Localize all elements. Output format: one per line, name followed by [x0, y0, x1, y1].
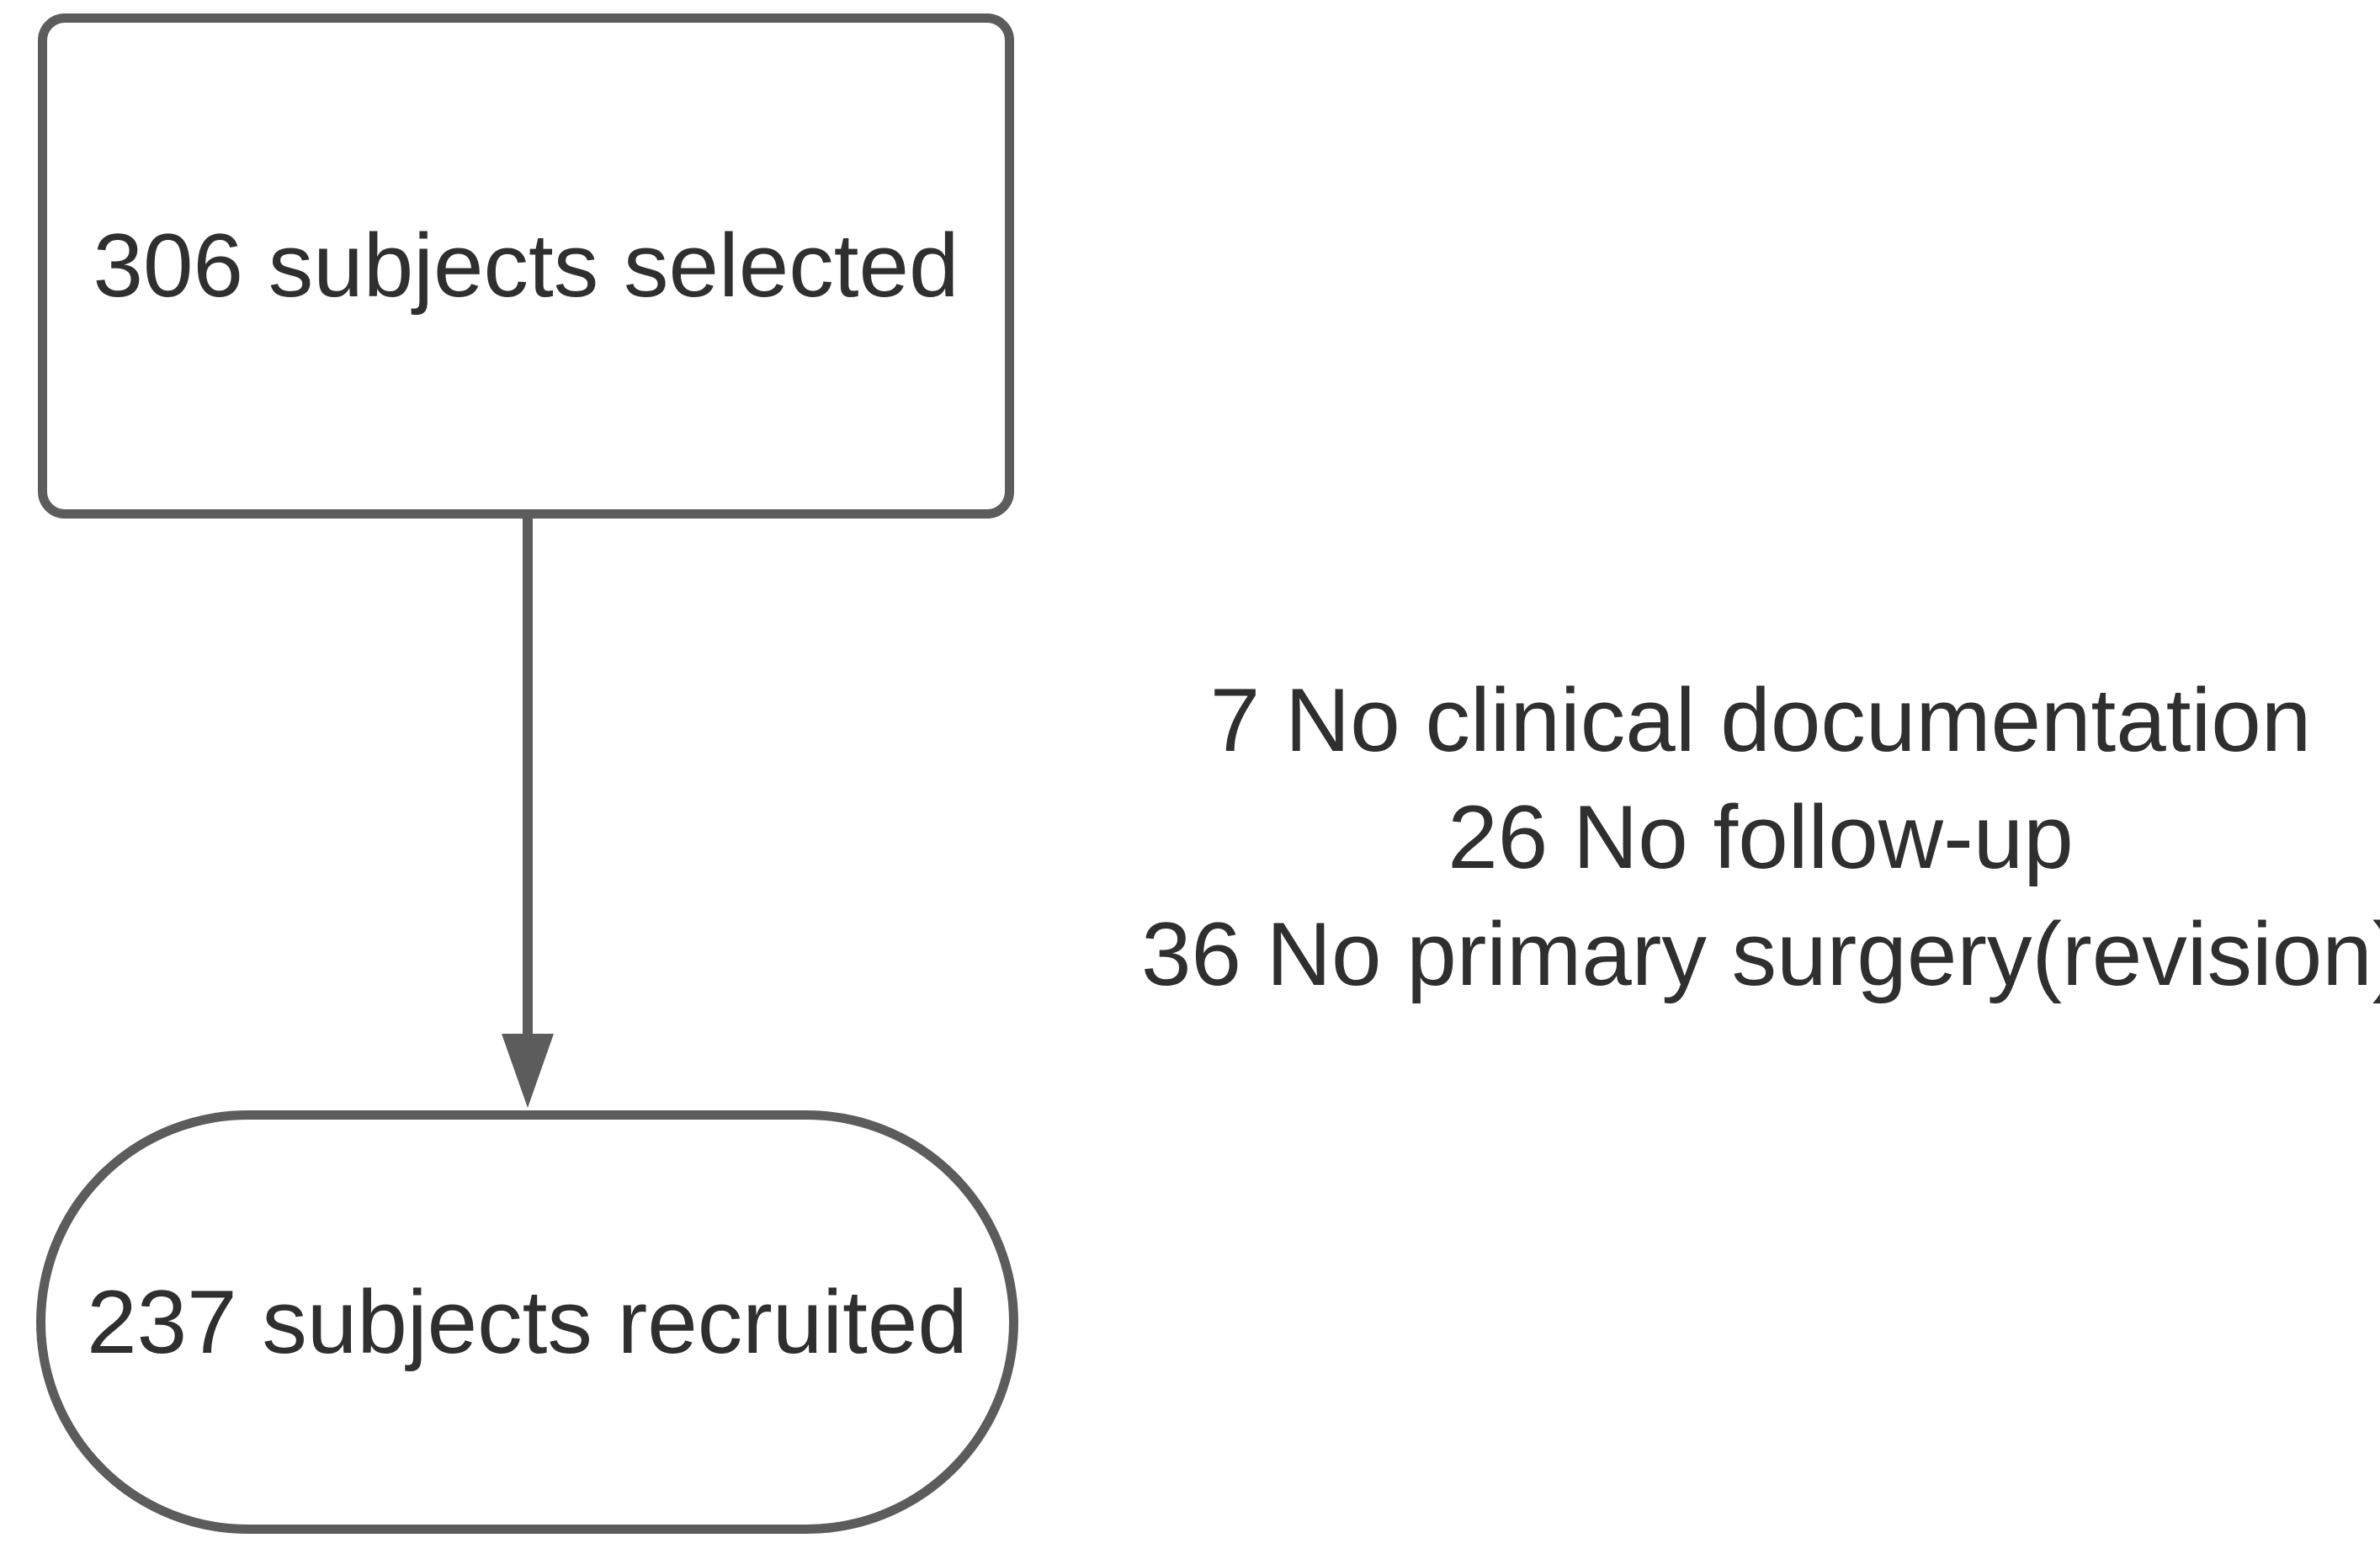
selected-subjects-box: 306 subjects selected [38, 13, 1014, 519]
recruited-subjects-box: 237 subjects recruited [36, 1110, 1018, 1534]
exclusion-note-line: 26 No follow-up [1448, 786, 2074, 888]
arrow-head-icon [502, 1034, 554, 1108]
exclusion-note-line: 36 No primary surgery(revision) [1141, 903, 2380, 1005]
exclusion-notes: 7 No clinical documentation 26 No follow… [1141, 662, 2380, 1013]
selected-subjects-label: 306 subjects selected [93, 215, 959, 317]
arrow-line [523, 519, 533, 1035]
exclusion-note-line: 7 No clinical documentation [1209, 669, 2312, 770]
recruited-subjects-label: 237 subjects recruited [87, 1270, 968, 1372]
